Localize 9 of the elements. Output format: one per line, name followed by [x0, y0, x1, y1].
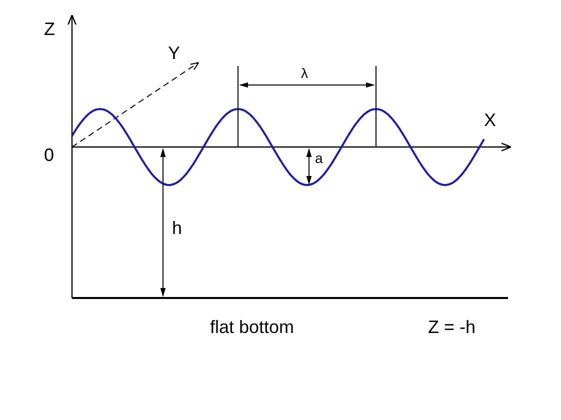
dimension-label: h [172, 219, 182, 237]
dimension-label: λ [301, 66, 308, 80]
axis-label: Y [168, 44, 180, 62]
caption-text: Z = -h [428, 318, 476, 336]
axis-label: X [484, 111, 496, 129]
caption-text: flat bottom [210, 318, 294, 336]
axis-label: Z [44, 20, 55, 38]
axis-label: 0 [44, 146, 54, 164]
dimension-label: a [315, 151, 323, 165]
